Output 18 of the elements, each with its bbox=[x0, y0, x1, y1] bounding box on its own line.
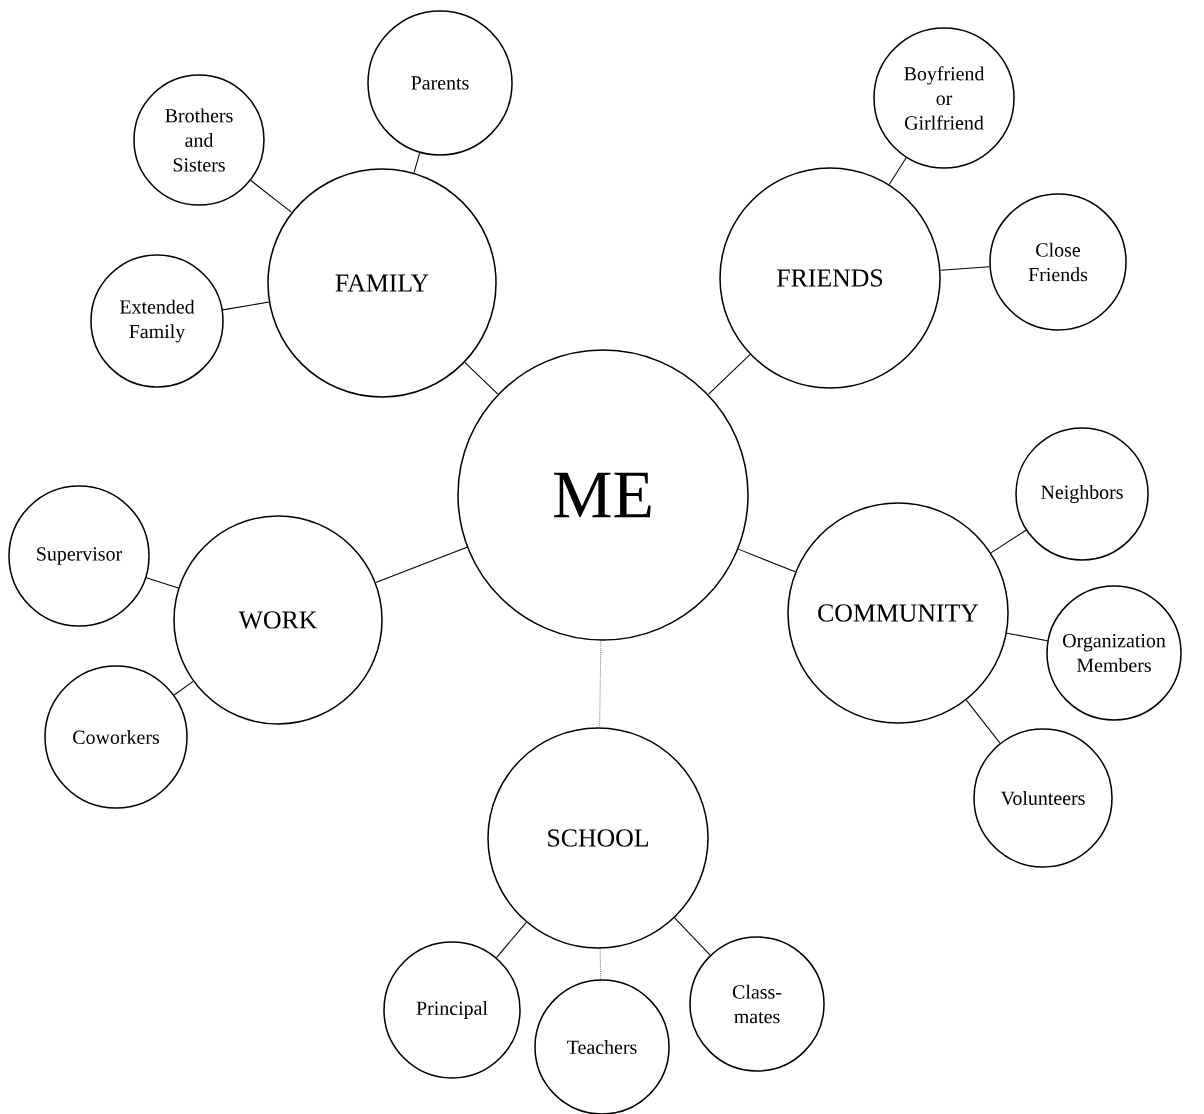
connector-line bbox=[464, 361, 499, 395]
connector-line bbox=[990, 529, 1027, 554]
connector-line bbox=[1006, 632, 1048, 642]
connector-line bbox=[173, 680, 194, 696]
connector-line bbox=[250, 179, 293, 213]
connector-line bbox=[599, 640, 602, 728]
connector-line bbox=[674, 917, 711, 956]
connector-line bbox=[965, 699, 1001, 744]
connector-line bbox=[496, 921, 527, 959]
connector-line bbox=[375, 546, 468, 583]
connector-line bbox=[939, 266, 990, 271]
connector-line bbox=[413, 152, 421, 174]
connector-line bbox=[145, 577, 179, 589]
connector-line bbox=[737, 548, 796, 573]
connector-line bbox=[222, 301, 270, 311]
connector-line bbox=[707, 354, 751, 395]
connector-line bbox=[888, 157, 907, 185]
connector-line bbox=[599, 948, 602, 980]
